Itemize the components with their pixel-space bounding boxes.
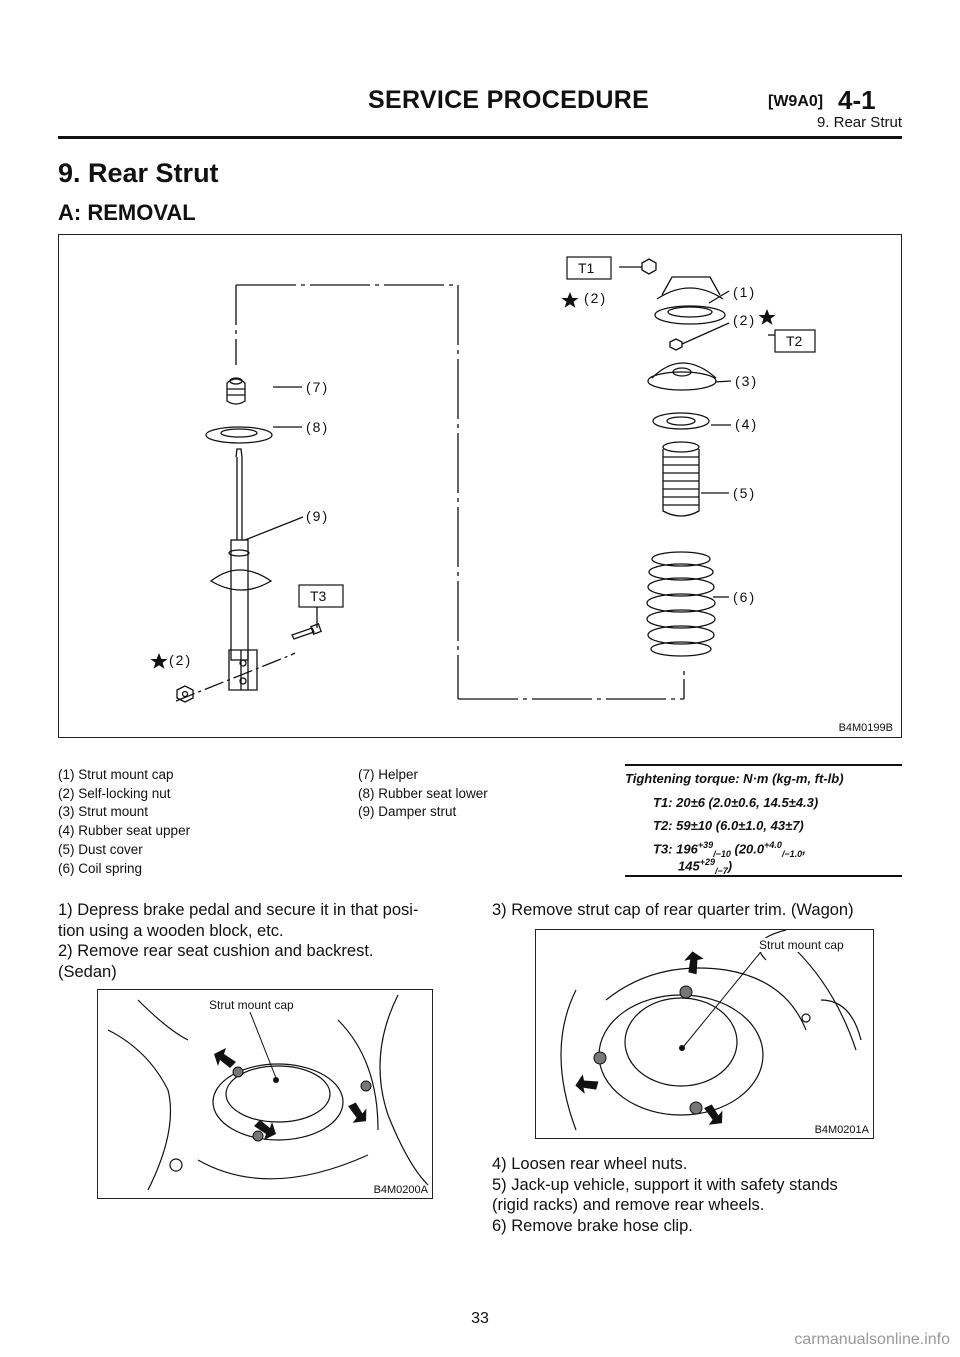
torque-rule-bottom: [625, 875, 902, 877]
legend-item: (9) Damper strut: [358, 804, 457, 820]
section-title: 9. Rear Strut: [58, 158, 219, 188]
callout-3: (3): [735, 373, 758, 389]
callout-9: (9): [306, 508, 329, 524]
photo-sedan-drawing: [107, 994, 429, 1191]
photo-wagon-strut-mount: Strut mount cap B4M0201A: [535, 929, 874, 1139]
photo-right-id: B4M0201A: [814, 1124, 869, 1136]
steps-right-bottom: 4) Loosen rear wheel nuts. 5) Jack-up ve…: [492, 1154, 912, 1236]
step-line: (rigid racks) and remove rear wheels.: [492, 1196, 765, 1214]
step-line: 3) Remove strut cap of rear quarter trim…: [492, 901, 854, 919]
callout-2-right: (2): [733, 312, 756, 328]
torque-t1: T1: 20±6 (2.0±0.6, 14.5±4.3): [653, 795, 819, 810]
callout-5: (5): [733, 485, 756, 501]
legend-item: (3) Strut mount: [58, 804, 149, 820]
callout-4: (4): [735, 416, 758, 432]
legend-item: (4) Rubber seat upper: [58, 823, 191, 839]
step-line: tion using a wooden block, etc.: [58, 921, 284, 940]
step-line: 1) Depress brake pedal and secure it in …: [58, 901, 419, 919]
step-line: 5) Jack-up vehicle, support it with safe…: [492, 1175, 838, 1194]
header-rule: [58, 136, 902, 139]
legend-item: (8) Rubber seat lower: [358, 785, 488, 801]
photo-right-label: Strut mount cap: [758, 938, 845, 952]
step-line: 6) Remove brake hose clip.: [492, 1216, 693, 1235]
torque-t2: T2: 59±10 (6.0±1.0, 43±7): [653, 818, 804, 833]
callout-2-lower: (2): [169, 652, 192, 668]
figure-id: B4M0199B: [838, 722, 893, 734]
photo-left-label: Strut mount cap: [208, 998, 295, 1012]
callout-7: (7): [306, 379, 329, 395]
step-line: 4) Loosen rear wheel nuts.: [492, 1155, 688, 1173]
callout-1: (1): [733, 284, 756, 300]
photo-sedan-strut-mount: Strut mount cap B4M0200A: [97, 989, 433, 1199]
steps-right-top: 3) Remove strut cap of rear quarter trim…: [492, 900, 912, 921]
legend-column-1: (1) Strut mount cap (2) Self-locking nut…: [58, 766, 190, 878]
torque-rule-top: [625, 764, 902, 766]
legend-item: (5) Dust cover: [58, 841, 143, 857]
legend-column-2: (7) Helper (8) Rubber seat lower (9) Dam…: [358, 766, 488, 822]
legend-item: (1) Strut mount cap: [58, 767, 174, 782]
page-number: 33: [471, 1310, 489, 1327]
torque-heading: Tightening torque: N·m (kg-m, ft-lb): [625, 771, 844, 786]
legend-item: (6) Coil spring: [58, 860, 143, 876]
header-title: SERVICE PROCEDURE: [368, 86, 650, 114]
callout-t3: T3: [310, 588, 327, 604]
photo-wagon-drawing: [560, 930, 862, 1131]
callout-2-top: (2): [584, 290, 607, 306]
callout-6: (6): [733, 589, 756, 605]
torque-t3-line1: T3: 196+39/−10 (20.0+4.0/−1.0,: [653, 840, 806, 859]
step-line: 2) Remove rear seat cushion and backrest…: [58, 942, 374, 960]
callout-t2: T2: [786, 333, 803, 349]
legend-item: (7) Helper: [358, 767, 419, 782]
watermark: carmanualsonline.info: [794, 1331, 950, 1348]
steps-left: 1) Depress brake pedal and secure it in …: [58, 900, 478, 982]
header-section-number: 4-1: [838, 85, 876, 115]
torque-t3-line2: 145+29/−7): [678, 857, 733, 876]
header-subtitle: 9. Rear Strut: [816, 114, 902, 131]
photo-left-id: B4M0200A: [373, 1184, 428, 1196]
rear-strut-exploded-figure: T1 T2 T3 (2) (1) (2) (3) (4) (5) (6) (7)…: [58, 234, 902, 738]
subsection-title: A: REMOVAL: [58, 200, 196, 225]
callout-8: (8): [306, 419, 329, 435]
step-line: (Sedan): [58, 962, 117, 981]
header-code: [W9A0]: [768, 93, 824, 110]
callout-t1: T1: [578, 260, 595, 276]
rear-strut-drawing: T1 T2 T3 (2) (1) (2) (3) (4) (5) (6) (7)…: [150, 256, 816, 703]
legend-item: (2) Self-locking nut: [58, 785, 171, 801]
